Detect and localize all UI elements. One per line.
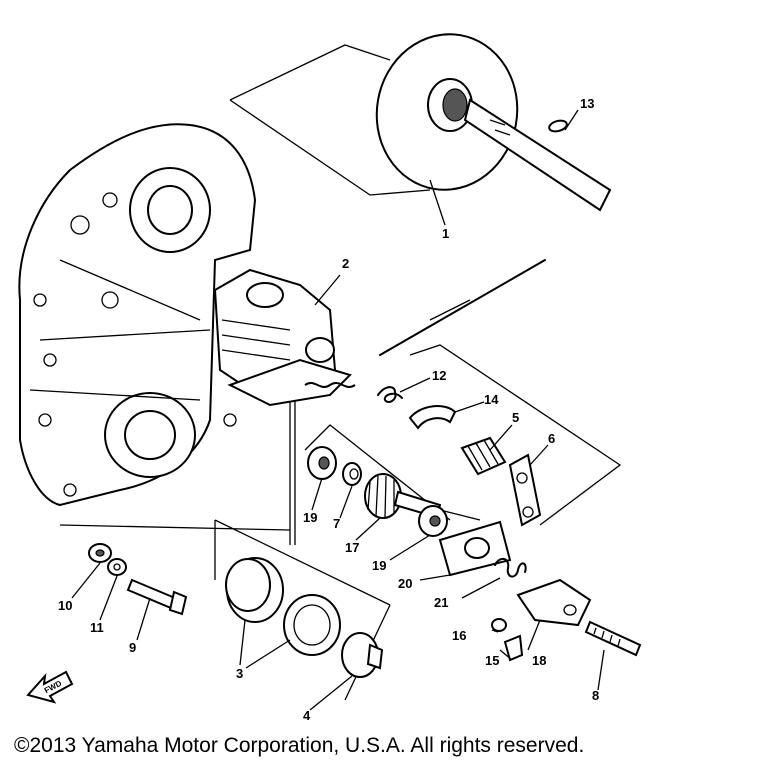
callout-16: 16 (452, 628, 466, 643)
callout-19-lower: 19 (372, 558, 386, 573)
part-5-worm-gear (460, 436, 507, 476)
callout-1: 1 (442, 226, 449, 241)
copyright-notice: ©2013 Yamaha Motor Corporation, U.S.A. A… (14, 734, 585, 757)
callout-5: 5 (512, 410, 519, 425)
callout-labels: 1 2 3 4 5 6 7 8 9 10 11 12 13 14 15 16 1… (58, 96, 599, 720)
part-7-bushing (342, 462, 362, 486)
part-13-key (548, 119, 568, 133)
callout-2: 2 (342, 256, 349, 271)
callout-13: 13 (580, 96, 594, 111)
callout-12: 12 (432, 368, 446, 383)
callout-leaders (71, 109, 605, 711)
part-10-washer (88, 543, 112, 563)
part-6-lever (508, 453, 542, 527)
part-3-cap-left (225, 557, 284, 623)
callout-11: 11 (90, 620, 104, 635)
callout-4: 4 (303, 708, 311, 720)
part-20-plate (438, 520, 512, 577)
callout-20: 20 (398, 576, 412, 591)
part-11-washer (107, 558, 127, 576)
callout-3: 3 (236, 666, 243, 681)
callout-7: 7 (333, 516, 340, 531)
part-9-bolt (126, 578, 188, 616)
callout-18: 18 (532, 653, 546, 668)
part-15-bolt (503, 634, 524, 662)
callout-21: 21 (434, 595, 448, 610)
callout-14: 14 (484, 392, 499, 407)
callout-6: 6 (548, 431, 555, 446)
callout-10: 10 (58, 598, 72, 613)
part-8-adjust-screw (584, 620, 642, 657)
part-14-clip (408, 405, 457, 430)
callout-9: 9 (129, 640, 136, 655)
part-19-washer-lower (418, 505, 448, 537)
part-4-plug (341, 632, 384, 678)
callout-19-upper: 19 (303, 510, 317, 525)
callout-15: 15 (485, 653, 499, 668)
part-19-washer-upper (307, 446, 337, 480)
part-2-cam-housing (213, 268, 352, 407)
throttle-cable (379, 259, 546, 356)
return-spring (304, 382, 356, 388)
callout-8: 8 (592, 688, 599, 703)
crankcase-cover (18, 123, 257, 507)
callout-17: 17 (345, 540, 359, 555)
part-1-sheave (375, 33, 612, 212)
part-16-washer (491, 618, 507, 632)
part-3-cap-right (283, 594, 341, 656)
exploded-parts-diagram: 1 2 3 4 5 6 7 8 9 10 11 12 13 14 15 16 1… (18, 33, 642, 720)
part-12-spring (377, 386, 403, 403)
fwd-arrow-icon: FWD (26, 670, 74, 704)
adjuster-spring (494, 557, 527, 578)
part-18-block (516, 578, 592, 627)
